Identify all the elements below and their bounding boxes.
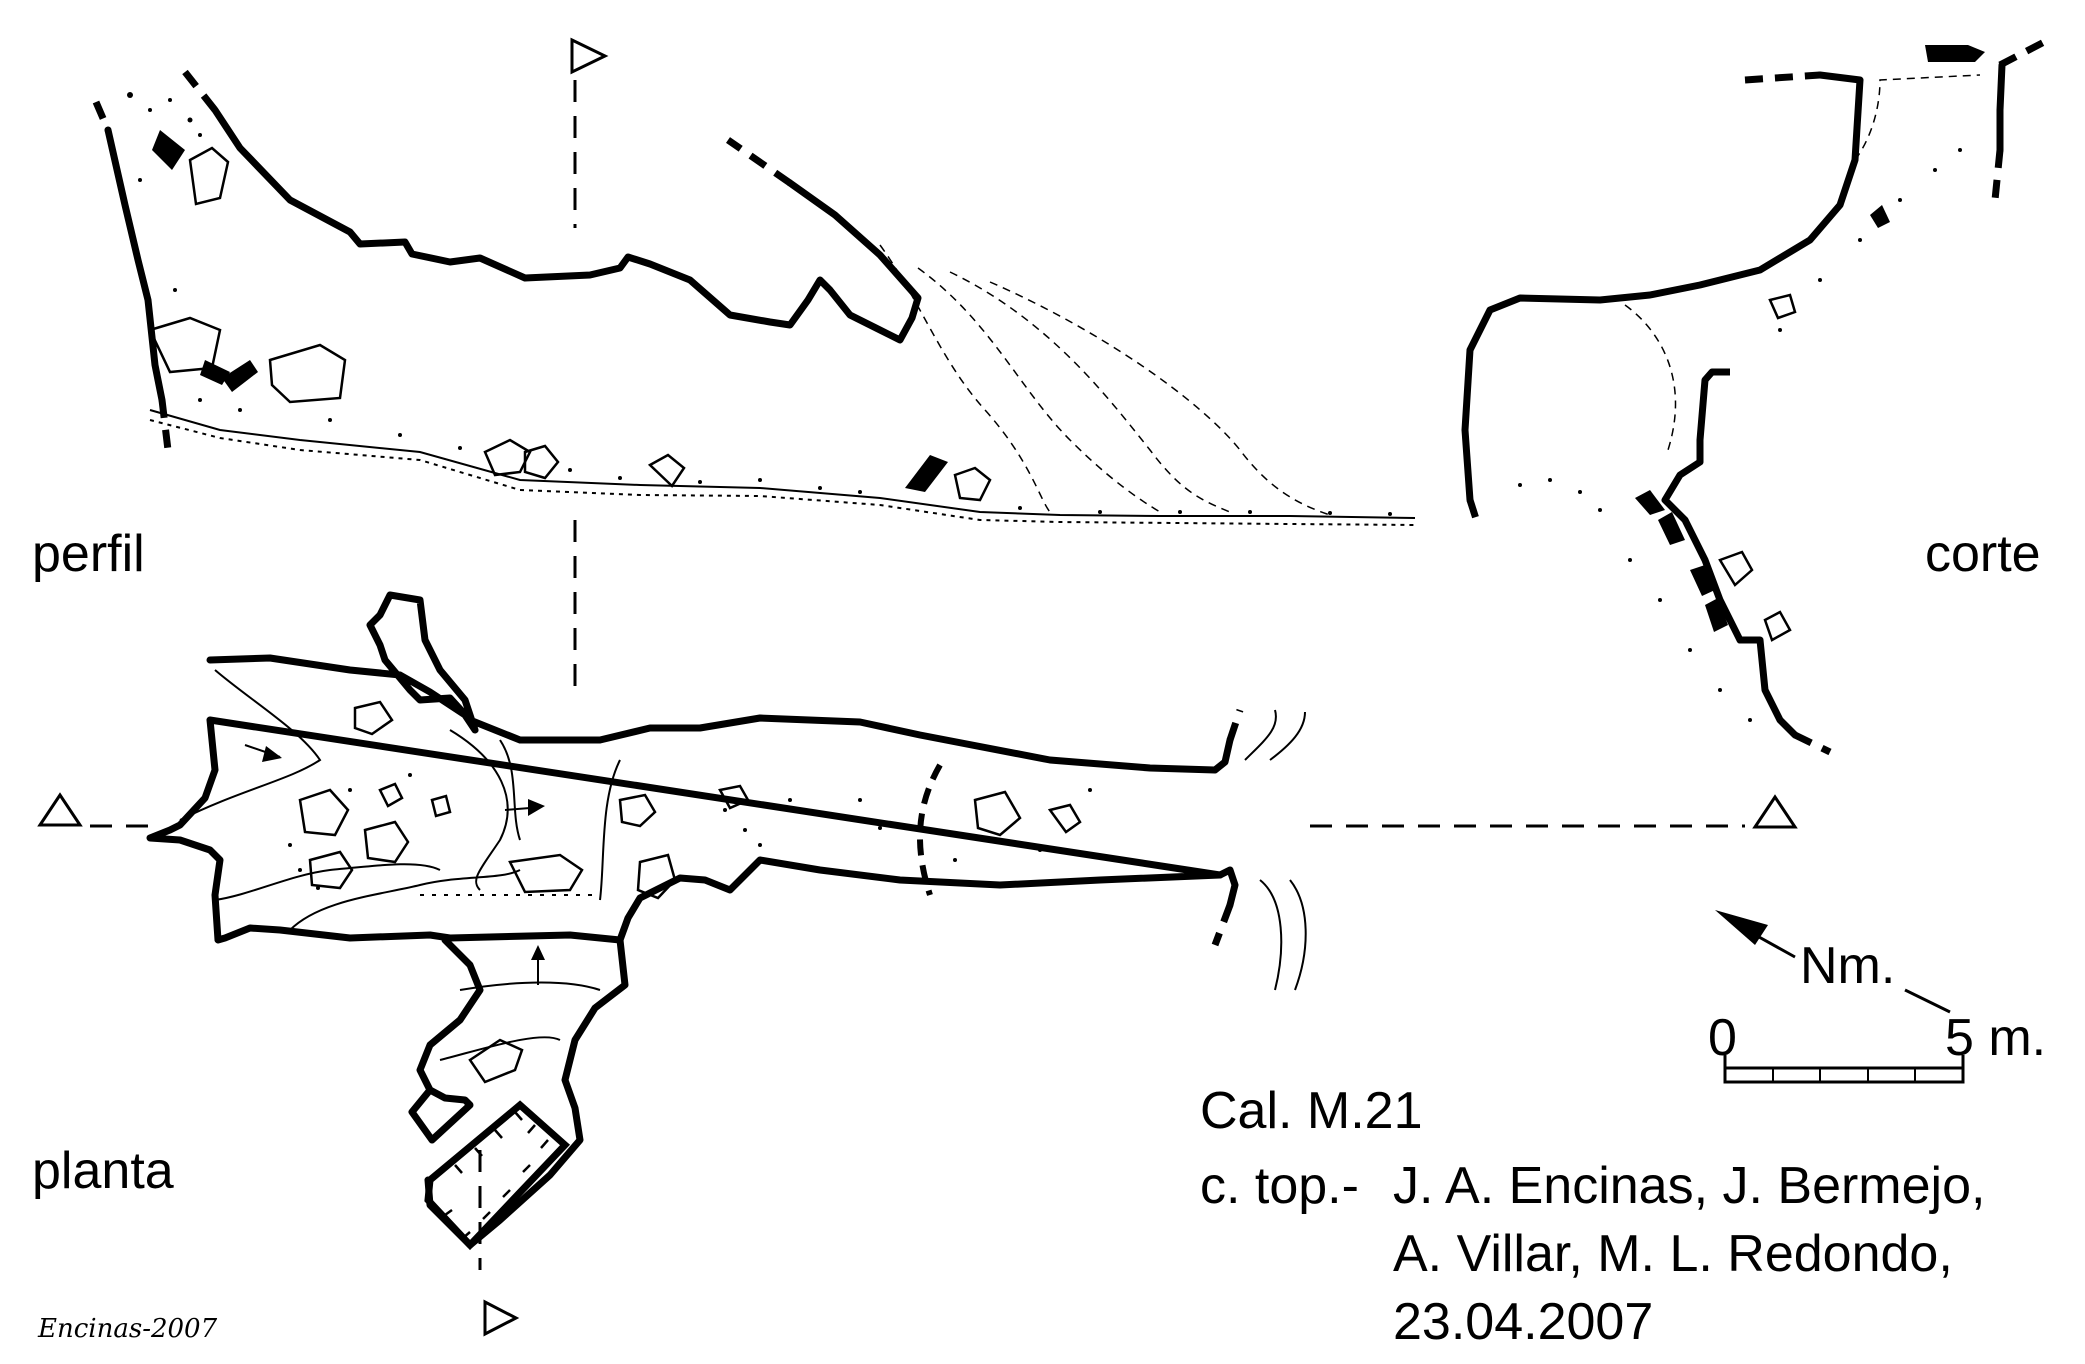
north-arrow-head-icon [1715,910,1768,945]
credits-line-2: A. Villar, M. L. Redondo, [1393,1225,1953,1283]
profile-marker-left-icon [37,792,83,827]
chimney-capstone-icon [1925,45,1985,62]
profile-line [37,792,1798,829]
survey-date: 23.04.2007 [1393,1293,1654,1351]
scale-bar [1723,1055,1965,1084]
section-scree [1518,148,1962,722]
profile-view [92,69,1416,526]
cave-name: Cal. M.21 [1200,1082,1423,1140]
plan-blocks [298,700,1082,1084]
section-blocks [1635,205,1890,642]
section-marker-top-icon [570,37,609,75]
plan-view [146,591,1307,1251]
plan-scree [288,773,1092,890]
section-line [478,37,609,1337]
shaft-square [424,1100,571,1251]
scale-start-label: 0 [1708,1009,1737,1067]
profile-marker-right-icon [1752,794,1798,829]
plan-label: planta [32,1142,174,1200]
credits-prefix: c. top.- [1200,1157,1359,1215]
north-arrow-label: Nm. [1800,937,1896,995]
plan-arrows [244,744,545,985]
north-arrow [1715,910,1951,1014]
section-label: corte [1925,525,2041,583]
profile-label: perfil [32,525,145,583]
flow-arrow-icon [531,945,545,960]
profile-scree [127,92,1392,516]
section-marker-bottom-icon [483,1299,520,1337]
scale-end-label: 5 m. [1945,1009,2047,1067]
flow-arrow-icon [262,746,282,762]
shaft-ticks [444,1111,549,1239]
section-view [1461,36,2050,756]
profile-blocks [148,130,992,502]
author-signature: Encinas-2007 [38,1314,218,1344]
credits-line-1: J. A. Encinas, J. Bermejo, [1393,1157,1986,1215]
flow-arrow-icon [528,799,545,816]
